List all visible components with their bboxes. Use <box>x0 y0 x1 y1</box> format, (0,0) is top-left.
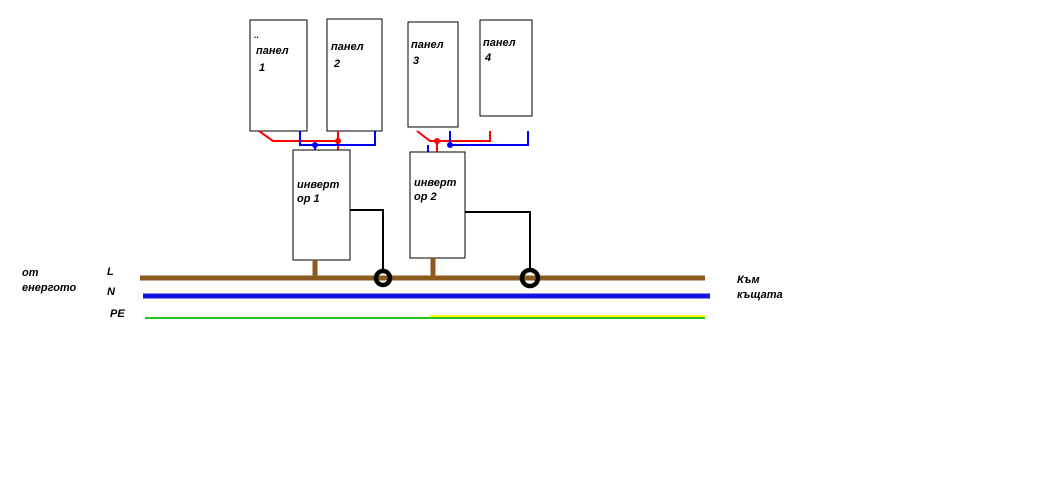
panel-1-box <box>249 19 308 132</box>
dc-negative-junction-string-1 <box>312 142 318 148</box>
source-label-line1: от <box>22 267 39 279</box>
ct-clamp-1 <box>373 268 393 288</box>
pe-bus-label: PE <box>110 308 125 320</box>
dc-positive-junction-string-2 <box>434 138 440 144</box>
panel-3-number: 3 <box>413 55 419 67</box>
dc-positive-wire-string-2 <box>416 130 491 142</box>
ac-ct-wire-inverter-1 <box>350 209 384 272</box>
panel-3-box <box>407 21 459 128</box>
bus-labels: от енергото L N PE Към къщата <box>22 266 783 320</box>
panel-4-label: панел <box>483 37 516 49</box>
panel-3-label: панел <box>411 39 444 51</box>
ct-clamp-2 <box>519 267 541 289</box>
destination-label-line1: Към <box>737 274 760 286</box>
panel-2-number: 2 <box>333 58 340 70</box>
dc-negative-wire-string-2 <box>449 131 529 146</box>
inverter-2-label-line1: инверт <box>414 177 457 189</box>
pv-panel-3: панел 3 <box>407 21 459 128</box>
panel-2-label: панел <box>331 41 364 53</box>
dc-negative-wire-string-1 <box>299 131 376 146</box>
inverter-2-box <box>409 151 466 259</box>
panel-1-note: .. <box>254 30 259 40</box>
panel-4-box <box>479 19 533 117</box>
dc-negative-junction-string-2 <box>447 142 453 148</box>
pv-panel-1: .. панел 1 <box>249 19 308 132</box>
dc-wiring-string-2 <box>416 130 529 153</box>
inverter-1: инверт ор 1 <box>292 149 351 261</box>
source-label-line2: енергото <box>22 282 77 294</box>
ac-ct-wire-inverter-2 <box>465 211 531 271</box>
pv-panel-4: панел 4 <box>479 19 533 117</box>
inverter-1-label-line1: инверт <box>297 179 340 191</box>
n-bus-label: N <box>107 286 116 298</box>
panel-2-box <box>326 18 383 132</box>
bus-lines <box>140 275 710 319</box>
panel-1-label: панел <box>256 45 289 57</box>
dc-wiring-string-1 <box>258 130 376 151</box>
panel-1-number: 1 <box>259 62 265 74</box>
dc-positive-wire-string-1 <box>258 130 339 142</box>
ac-ct-wiring <box>350 209 531 272</box>
inverter-2-label-line2: ор 2 <box>414 191 437 203</box>
inverter-1-label-line2: ор 1 <box>297 193 320 205</box>
dc-positive-junction-string-1 <box>335 138 341 144</box>
destination-label-line2: къщата <box>737 289 783 301</box>
panel-4-number: 4 <box>484 52 491 64</box>
inverter-2: инверт ор 2 <box>409 151 466 259</box>
inverter-1-box <box>292 149 351 261</box>
ct-clamps <box>373 267 541 289</box>
pv-panel-2: панел 2 <box>326 18 383 132</box>
l-bus-label: L <box>107 266 114 278</box>
